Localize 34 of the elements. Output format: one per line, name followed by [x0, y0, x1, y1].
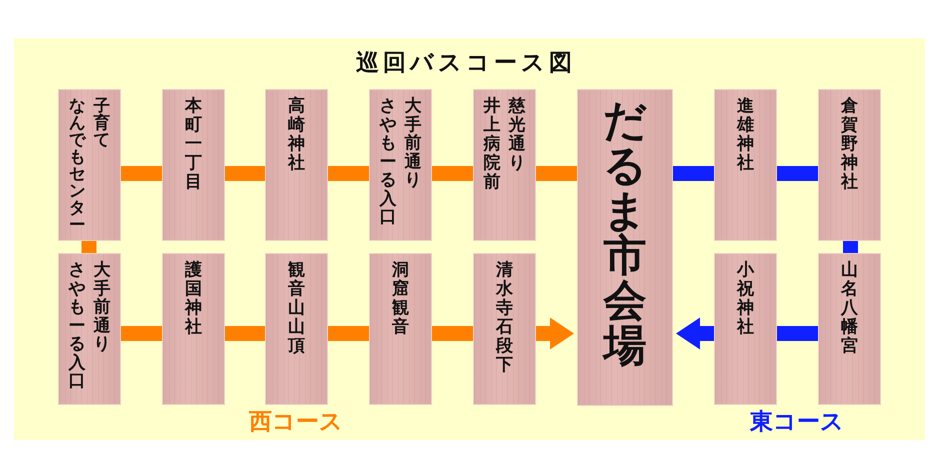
signboard: 小祝神社 [714, 253, 777, 405]
route-line [82, 241, 96, 253]
route-line [843, 241, 858, 253]
signboard: 護国神社 [162, 253, 225, 405]
signboard: 洞窟観音 [369, 253, 432, 405]
route-line [121, 166, 162, 181]
signboard: 大手前通りさやもーる入口 [58, 253, 121, 405]
route-line [121, 326, 162, 341]
signboard: 大手前通りさやもーる入口 [369, 89, 432, 241]
signboard: 進雄神社 [714, 89, 777, 241]
signboard: 清水寺石段下 [473, 253, 536, 405]
route-line [673, 166, 714, 181]
route-line [328, 326, 369, 341]
route-arrow [536, 318, 574, 350]
title: 巡回バスコース図 [356, 49, 576, 77]
course-label: 西コース [249, 408, 343, 436]
signboard: 本町一丁目 [162, 89, 225, 241]
signboard: 慈光通り井上病院前 [473, 89, 536, 241]
signboard: 観音山山頂 [265, 253, 328, 405]
route-arrow [676, 318, 714, 350]
signboard: 倉賀野神社 [818, 89, 881, 241]
signboard: 高崎神社 [265, 89, 328, 241]
route-line [777, 326, 818, 341]
route-line [432, 326, 473, 341]
course-label: 東コース [750, 408, 844, 436]
signboard: 山名八幡宮 [818, 253, 881, 405]
route-line [225, 326, 265, 341]
route-line [777, 166, 818, 181]
route-line [328, 166, 369, 181]
route-line [225, 166, 265, 181]
route-line [536, 166, 577, 181]
signboard: 子育てなんでもセンター [58, 89, 121, 241]
route-line [432, 166, 473, 181]
signboard: だるま市会場 [577, 89, 673, 406]
